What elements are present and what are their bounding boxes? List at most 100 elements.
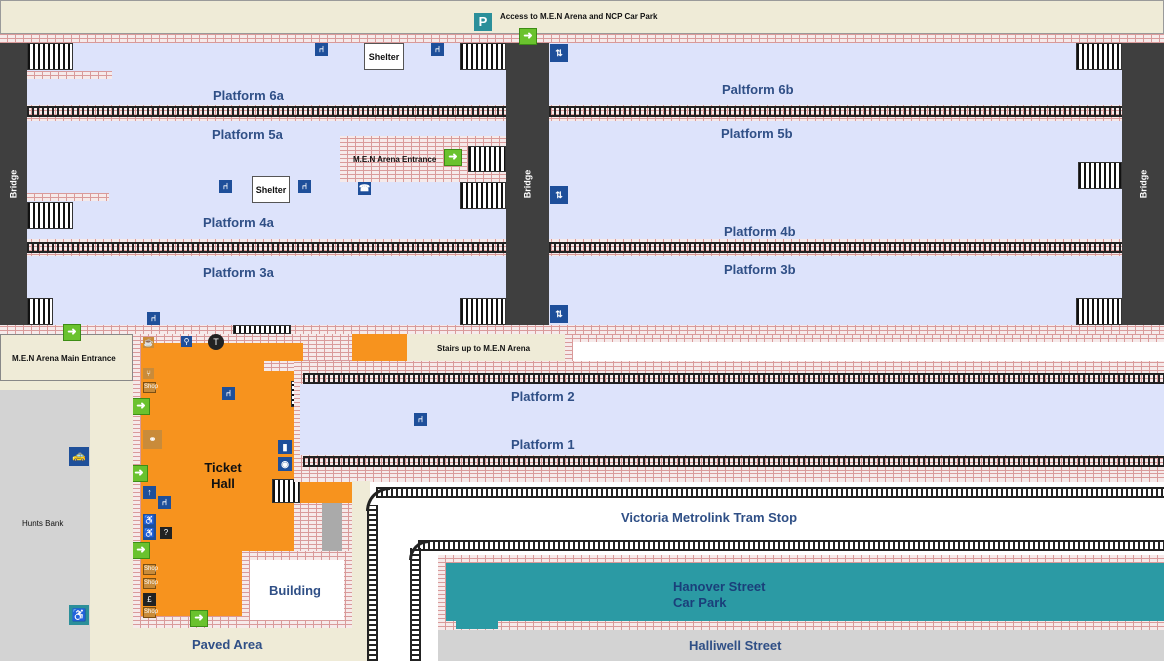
stairs [460,182,506,209]
stairs [27,298,53,325]
shelter-top: Shelter [364,43,404,70]
brick-ledge [27,193,109,201]
track-4b-3b [549,240,1122,255]
cafe-icon: ☕ [143,337,154,348]
telephone-icon: ☎ [358,182,371,195]
platform-3a-surface [27,256,506,325]
tram-track-vertical-2 [408,548,423,661]
building-label: Building [269,583,321,598]
platform-6b-surface [549,43,1122,105]
parking-icon: P [474,13,492,31]
exit-icon: ➜ [130,465,148,482]
men-main-entrance-label: M.E.N Arena Main Entrance [12,354,116,363]
platform-5b-4b-surface [549,121,1122,239]
pavement-top [0,381,133,390]
stairs [233,325,291,334]
paved-area [133,628,352,661]
stairs [460,43,506,70]
lift-icon: ⇅ [550,186,568,204]
stairs [1076,43,1122,70]
bridge-right: Bridge [1122,43,1164,325]
ticket-machine-icon: ▮ [278,440,292,454]
ticket-hall-line1: Ticket [204,460,242,475]
platform-5a-label: Platform 5a [212,127,283,142]
car-park [446,563,1164,621]
halliwell-street [438,630,1164,661]
platform-3a-label: Platform 3a [203,265,274,280]
platform-1-label: Platform 1 [511,437,575,452]
food-icon: ⑂ [143,368,154,379]
brick-wall [565,334,573,366]
bridge-left: Bridge [0,43,27,325]
exit-icon: ➜ [519,28,537,45]
track-platform-2 [303,371,1164,386]
ticket-hall-annex [300,481,352,503]
track-platform-1 [303,454,1164,469]
bridge-middle: Bridge [506,43,549,325]
top-access-strip [0,0,1164,34]
shelter-middle: Shelter [252,176,290,203]
seat-icon: ⑁ [219,180,232,193]
exit-icon: ➜ [63,324,81,341]
platform-6a-label: Platform 6a [213,88,284,103]
tram-track-lower [418,538,1164,553]
seat-icon: ⑁ [222,387,235,400]
seat-icon: ⑁ [147,312,160,325]
exit-icon: ➜ [132,542,150,559]
car-park-extension [456,618,498,629]
car-park-line2: Car Park [673,595,727,610]
lift-icon: ⇅ [550,44,568,62]
brick-wall [565,334,1164,342]
stairs [1076,298,1122,325]
stairs [1078,162,1122,189]
platform-1-2-surface [300,384,1164,455]
stairs-up-strip [407,334,565,361]
platform-4b-label: Platform 4b [724,224,796,239]
wall-segment [322,503,342,553]
pavement-left [90,381,133,661]
track-6b-5b [549,104,1122,119]
track-6a-5a [27,104,506,119]
seat-icon: ⑁ [315,43,328,56]
brick-wall [294,472,1164,481]
stairs [272,479,300,503]
men-main-entrance-box [0,334,133,381]
shop-icon: Shop [143,578,158,589]
shop-icon: Shop [143,607,158,618]
toilet-icon: ⚲ [181,336,192,347]
exit-icon: ➜ [132,398,150,415]
help-icon: ? [160,527,172,539]
platform-5b-label: Platform 5b [721,126,793,141]
platform-6b-label: Paltform 6b [722,82,794,97]
track-4a-3a [27,240,506,255]
tram-track-vertical [365,505,380,661]
brick-wall [264,361,294,371]
stairs [460,298,506,325]
seat-icon: ⑁ [298,180,311,193]
cash-machine-icon: £ [143,593,156,606]
car-park-line1: Hanover Street [673,579,766,594]
building [250,560,344,620]
shop-icon: Shop [143,382,158,393]
seat-icon: ⑁ [158,496,171,509]
brick-ledge [27,71,112,79]
platform-4a-label: Platform 4a [203,215,274,230]
seat-icon: ⑁ [414,413,427,426]
waiting-room-icon: ⚭ [143,430,162,449]
exit-icon: ➜ [190,610,208,627]
stairs [27,43,73,70]
access-label: Access to M.E.N Arena and NCP Car Park [500,12,658,21]
hunts-bank-label: Hunts Bank [22,519,64,528]
exit-icon: ➜ [444,149,462,166]
accessible-icon: ♿ [143,514,156,527]
tram-stop-label: Victoria Metrolink Tram Stop [621,510,798,525]
information-icon: ↑ [143,486,156,499]
seat-icon: ⑁ [431,43,444,56]
men-arena-entrance-label: M.E.N Arena Entrance [353,155,437,164]
taxi-icon: 🚕 [69,447,89,466]
tram-curve [409,540,429,560]
tram-track-top [376,485,1164,500]
stairs-up-label: Stairs up to M.E.N Arena [437,344,531,353]
platform-2-label: Platform 2 [511,389,575,404]
platform-3b-label: Platform 3b [724,262,796,277]
